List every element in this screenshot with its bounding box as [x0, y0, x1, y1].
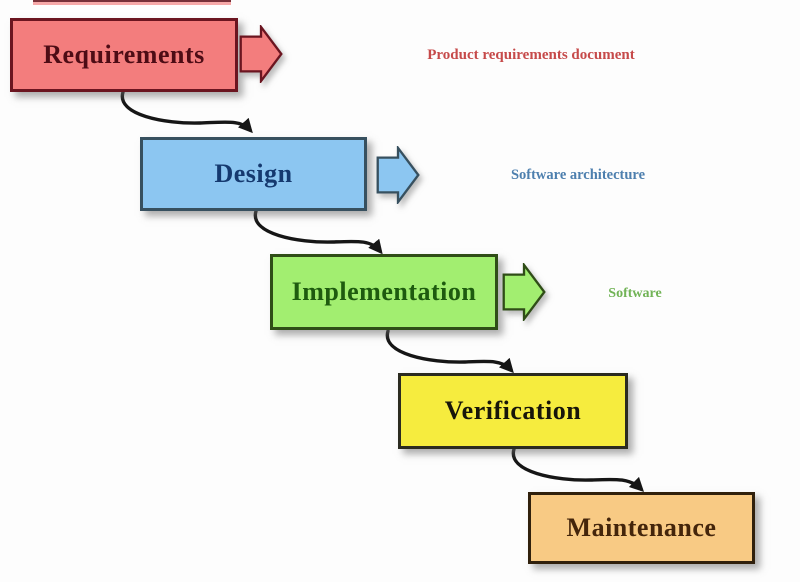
- output-label-implementation: Software: [608, 286, 662, 301]
- phase-label-implementation: Implementation: [291, 277, 477, 306]
- phase-box-maintenance: Maintenance: [528, 492, 755, 564]
- cropped-box-remnant: [33, 0, 231, 5]
- phase-label-design: Design: [214, 159, 293, 188]
- phase-label-verification: Verification: [444, 396, 582, 425]
- output-label-design: Software architecture: [510, 167, 646, 183]
- output-arrow-icon-requirements: [239, 25, 283, 83]
- output-arrow-icon-implementation: [502, 263, 546, 321]
- output-label-requirements: Product requirements document: [427, 47, 635, 63]
- phase-label-maintenance: Maintenance: [566, 513, 717, 542]
- connector-implementation-verification: [385, 329, 514, 374]
- connector-verification-maintenance: [511, 447, 645, 493]
- phase-box-implementation: Implementation: [270, 254, 498, 330]
- connector-requirements-design: [120, 90, 253, 134]
- phase-box-requirements: Requirements: [10, 18, 238, 92]
- output-arrow-icon-design: [376, 146, 420, 204]
- phase-box-design: Design: [140, 137, 367, 211]
- phase-label-requirements: Requirements: [43, 40, 205, 69]
- connector-design-implementation: [253, 209, 383, 255]
- phase-box-verification: Verification: [398, 373, 628, 449]
